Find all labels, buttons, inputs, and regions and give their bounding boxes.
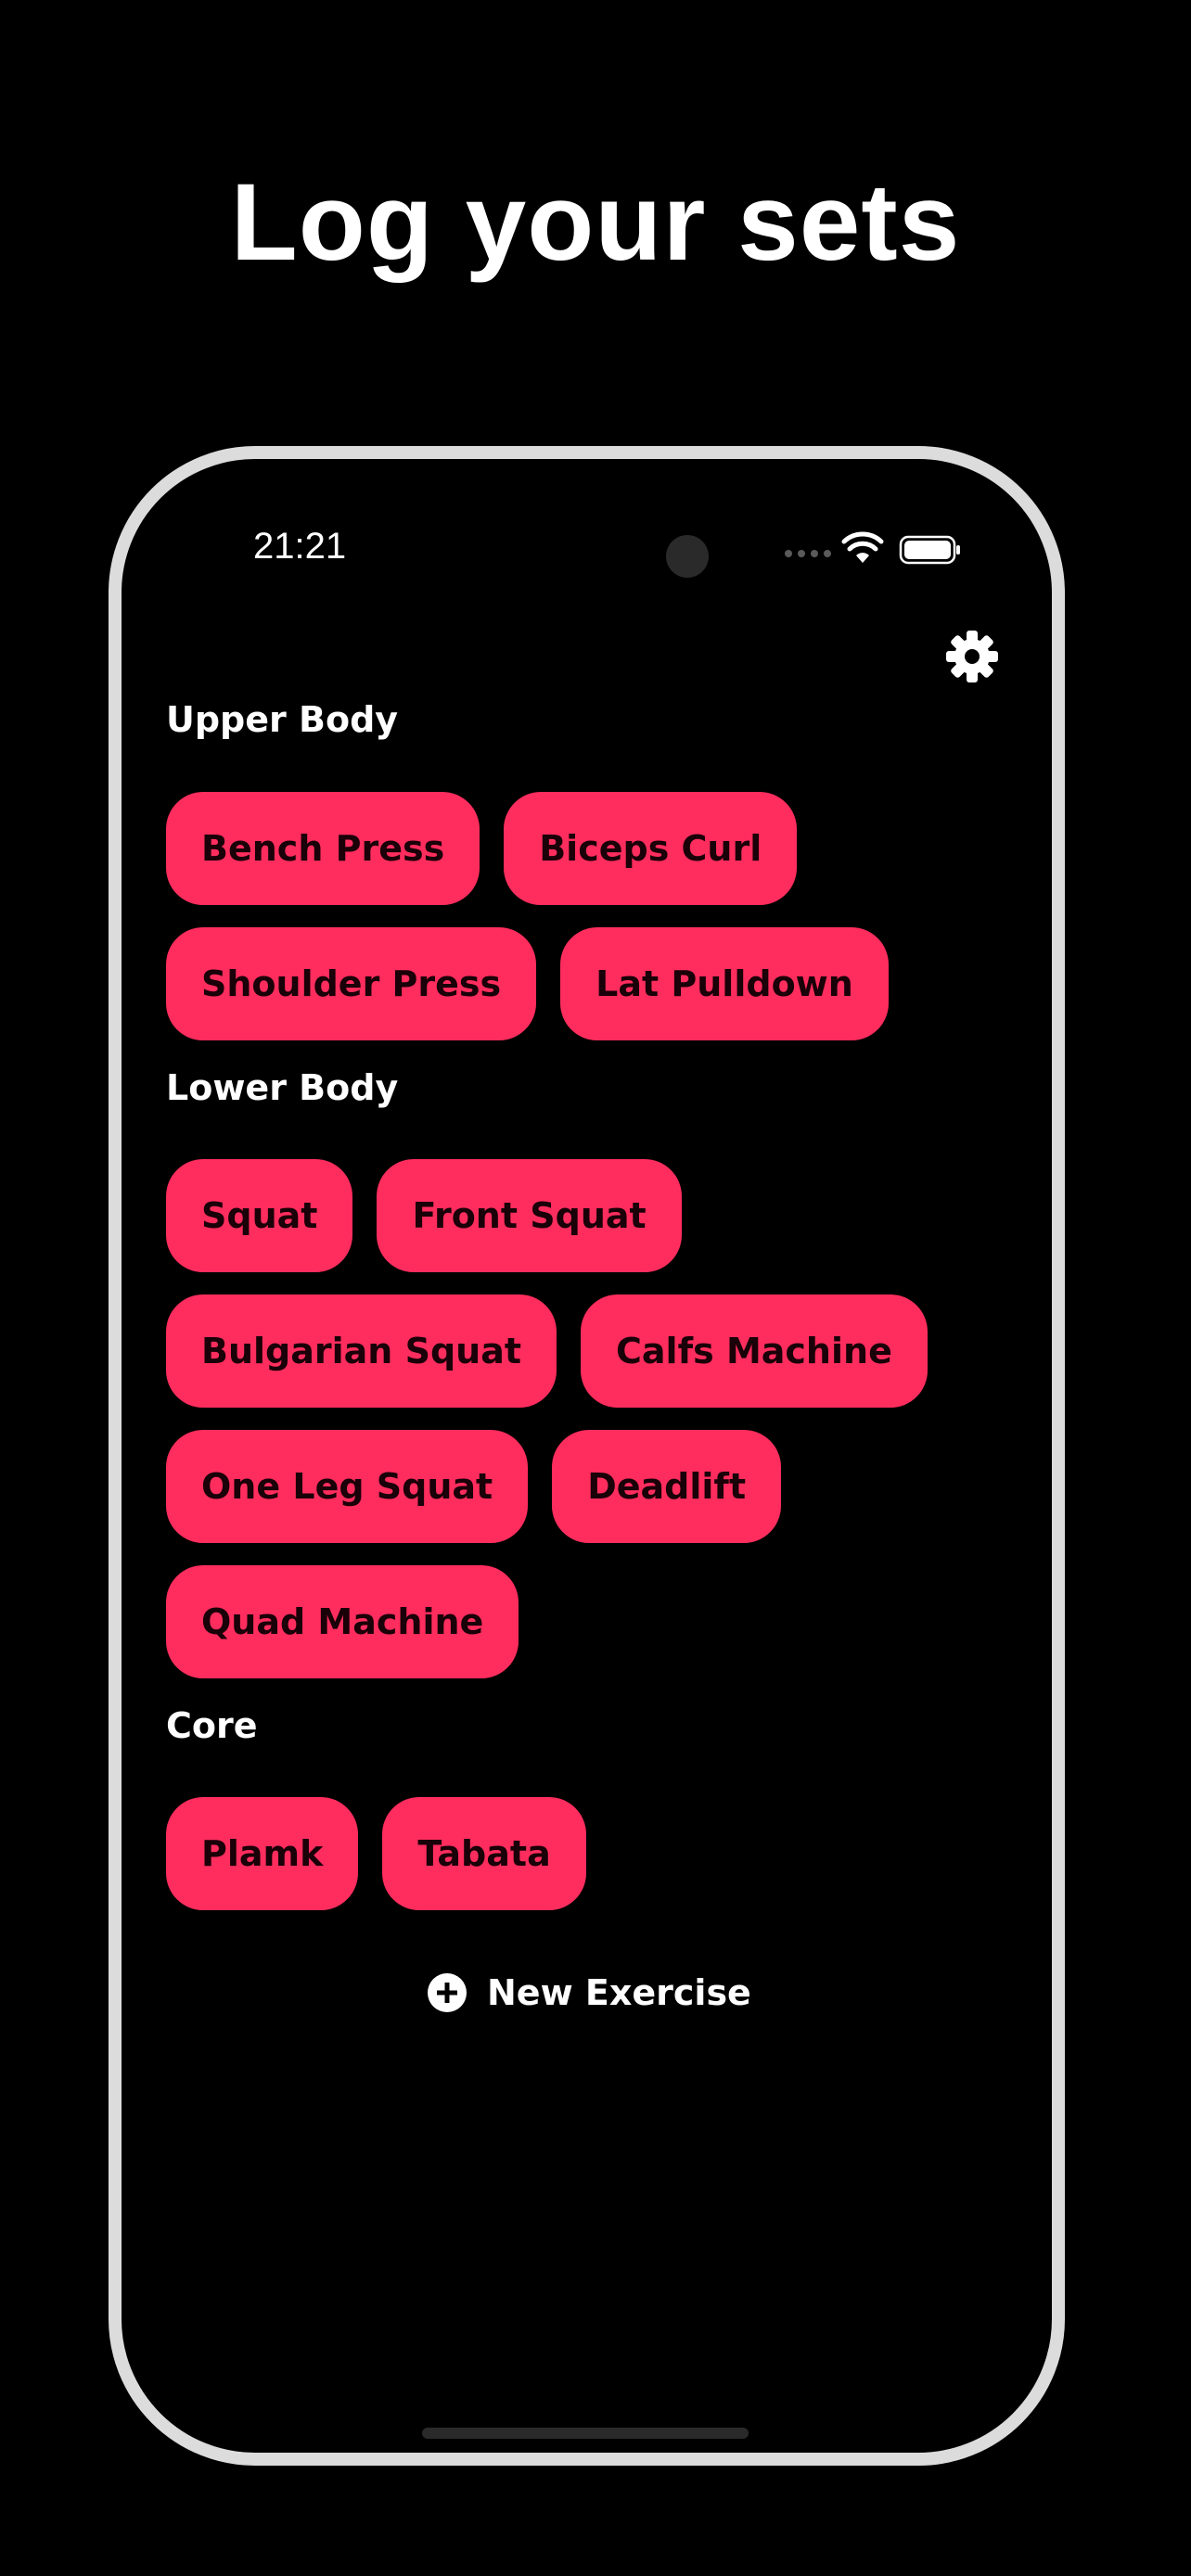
battery-icon xyxy=(899,535,960,565)
wifi-icon xyxy=(841,531,884,563)
exercise-pill-deadlift[interactable]: Deadlift xyxy=(552,1430,782,1543)
section-title-lower-body: Lower Body xyxy=(166,1067,399,1108)
exercise-pill-shoulder-press[interactable]: Shoulder Press xyxy=(166,927,537,1040)
exercise-row: Squat Front Squat xyxy=(166,1159,682,1272)
exercise-row: Quad Machine xyxy=(166,1565,519,1678)
exercise-pill-tabata[interactable]: Tabata xyxy=(382,1797,586,1910)
home-indicator[interactable] xyxy=(422,2428,749,2439)
status-time: 21:21 xyxy=(253,526,347,567)
section-title-upper-body: Upper Body xyxy=(166,699,399,740)
exercise-pill-lat-pulldown[interactable]: Lat Pulldown xyxy=(560,927,889,1040)
plus-circle-icon xyxy=(428,1973,467,2012)
signal-dots-icon xyxy=(785,550,831,557)
app-screen: 21:21 xyxy=(122,459,1052,2453)
front-camera xyxy=(666,535,709,578)
exercise-row: Bulgarian Squat Calfs Machine xyxy=(166,1294,928,1408)
exercise-pill-bulgarian-squat[interactable]: Bulgarian Squat xyxy=(166,1294,557,1408)
phone-frame: 21:21 xyxy=(109,446,1065,2466)
section-title-core: Core xyxy=(166,1705,258,1746)
exercise-pill-one-leg-squat[interactable]: One Leg Squat xyxy=(166,1430,529,1543)
exercise-pill-squat[interactable]: Squat xyxy=(166,1159,353,1272)
exercise-pill-biceps-curl[interactable]: Biceps Curl xyxy=(504,792,798,905)
exercise-row: Shoulder Press Lat Pulldown xyxy=(166,927,889,1040)
exercise-pill-plamk[interactable]: Plamk xyxy=(166,1797,359,1910)
exercise-row: One Leg Squat Deadlift xyxy=(166,1430,782,1543)
exercise-pill-calfs-machine[interactable]: Calfs Machine xyxy=(581,1294,928,1408)
exercise-pill-quad-machine[interactable]: Quad Machine xyxy=(166,1565,519,1678)
new-exercise-button[interactable]: New Exercise xyxy=(428,1971,751,2014)
new-exercise-label: New Exercise xyxy=(487,1972,751,2013)
headline: Log your sets xyxy=(230,161,961,284)
exercise-row: Plamk Tabata xyxy=(166,1797,586,1910)
exercise-row: Bench Press Biceps Curl xyxy=(166,792,798,905)
gear-icon[interactable] xyxy=(945,630,999,683)
exercise-pill-front-squat[interactable]: Front Squat xyxy=(377,1159,682,1272)
exercise-pill-bench-press[interactable]: Bench Press xyxy=(166,792,480,905)
